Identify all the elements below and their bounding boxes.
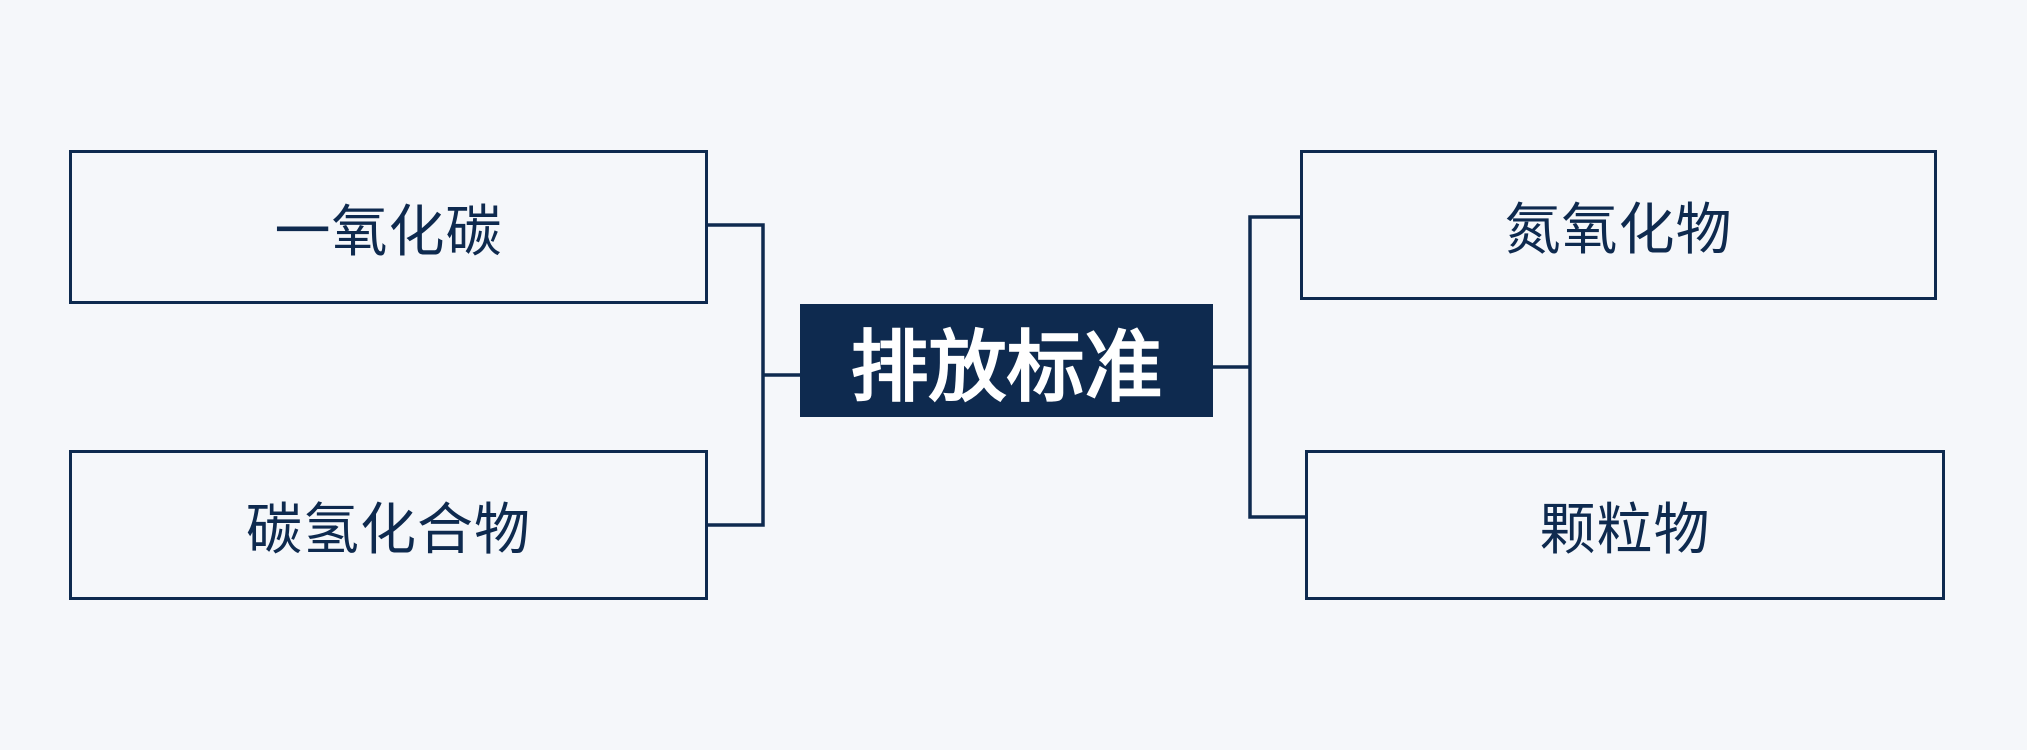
topic-nitrogen-oxides-label: 氮氧化物	[1504, 197, 1733, 263]
topic-particulate-matter: 颗粒物	[1305, 450, 1945, 600]
right-connector	[1211, 215, 1307, 519]
topic-carbon-monoxide: 一氧化碳	[69, 150, 708, 304]
topic-nitrogen-oxides: 氮氧化物	[1300, 150, 1937, 300]
central-topic-label: 排放标准	[850, 322, 1163, 413]
left-connector	[706, 223, 802, 527]
topic-hydrocarbons: 碳氢化合物	[69, 450, 708, 600]
topic-carbon-monoxide-label: 一氧化碳	[274, 199, 503, 265]
topic-particulate-matter-label: 颗粒物	[1539, 497, 1711, 563]
central-topic: 排放标准	[800, 304, 1213, 417]
topic-hydrocarbons-label: 碳氢化合物	[246, 497, 531, 563]
